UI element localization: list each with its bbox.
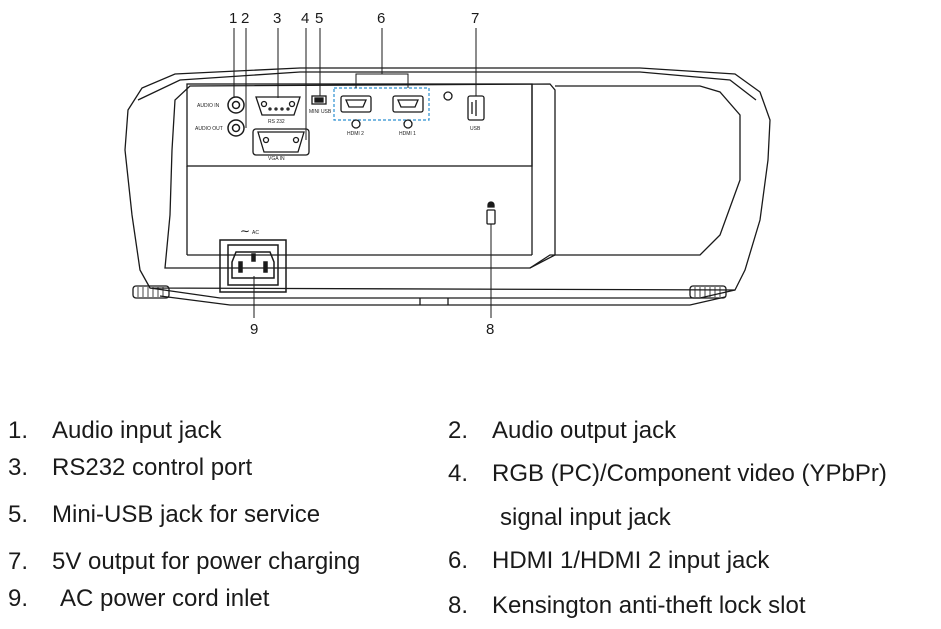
hdmi2-label: HDMI 2	[347, 131, 364, 137]
legend-number: 8.	[448, 592, 469, 619]
legend-text: Audio input jack	[52, 417, 222, 444]
legend-number: 9.	[8, 585, 29, 612]
legend-number: 3.	[8, 454, 29, 481]
kensington-lock-icon	[486, 201, 496, 225]
legend-text: HDMI 1/HDMI 2 input jack	[492, 547, 770, 574]
projector-rear-diagram: AUDIO IN AUDIO OUT RS 232 VGA IN MINI US…	[124, 10, 771, 338]
hdmi1-label: HDMI 1	[399, 131, 416, 137]
legend-number: 5.	[8, 501, 29, 528]
legend-number: 2.	[448, 417, 469, 444]
audio-in-label: AUDIO IN	[197, 103, 220, 109]
legend-number: 4.	[448, 460, 469, 487]
legend-item-4-cont: signal input jack	[500, 506, 671, 530]
ac-label: AC	[252, 230, 259, 236]
callout-4: 4	[301, 10, 309, 27]
legend-item-3: 3. RS232 control port	[8, 456, 252, 480]
legend-item-1: 1. Audio input jack	[8, 419, 221, 443]
right-foot	[689, 285, 727, 299]
ac-inlet	[219, 239, 287, 293]
rs232-label: RS 232	[268, 119, 285, 125]
screw-icon	[443, 91, 453, 101]
audio-out-jack	[227, 119, 245, 137]
callout-2: 2	[241, 10, 249, 27]
legend-text: AC power cord inlet	[60, 585, 270, 612]
leader-6	[355, 28, 409, 88]
legend-text: Audio output jack	[492, 417, 677, 444]
legend-text: 5V output for power charging	[52, 548, 361, 575]
legend-item-2: 2. Audio output jack	[448, 419, 676, 443]
usb-port	[467, 95, 485, 121]
rear-panel-recess	[164, 83, 556, 269]
legend-text: signal input jack	[500, 504, 671, 531]
legend-item-9: 9. AC power cord inlet	[8, 587, 269, 611]
legend-item-4: 4. RGB (PC)/Component video (YPbPr)	[448, 462, 887, 486]
legend-number: 6.	[448, 547, 469, 574]
audio-in-jack	[227, 96, 245, 114]
callout-9: 9	[250, 321, 258, 338]
hdmi2-port	[340, 95, 372, 129]
mini-usb-port	[311, 95, 327, 105]
legend-number: 1.	[8, 417, 29, 444]
legend-number: 7.	[8, 548, 29, 575]
left-foot	[132, 285, 170, 299]
legend-text: RGB (PC)/Component video (YPbPr)	[492, 460, 887, 487]
audio-out-label: AUDIO OUT	[195, 126, 223, 132]
vga-in-label: VGA IN	[268, 156, 285, 162]
mini-usb-label: MINI USB	[309, 109, 332, 115]
callout-1: 1	[229, 10, 237, 27]
legend-item-6: 6. HDMI 1/HDMI 2 input jack	[448, 549, 769, 573]
usb-label: USB	[470, 126, 481, 132]
hdmi-highlight-box	[333, 87, 430, 121]
legend-item-7: 7. 5V output for power charging	[8, 550, 360, 574]
ac-tilde-icon: ∼	[240, 224, 250, 238]
projector-body-outline	[124, 67, 771, 291]
vga-port	[252, 128, 310, 156]
hdmi1-port	[392, 95, 424, 129]
legend-item-5: 5. Mini-USB jack for service	[8, 503, 320, 527]
legend-text: Kensington anti-theft lock slot	[492, 592, 806, 619]
rs232-port	[255, 96, 301, 116]
callout-3: 3	[273, 10, 281, 27]
legend-text: RS232 control port	[52, 454, 253, 481]
callout-8: 8	[486, 321, 494, 338]
callout-6: 6	[377, 10, 385, 27]
callout-7: 7	[471, 10, 479, 27]
legend-text: Mini-USB jack for service	[52, 501, 321, 528]
callout-5: 5	[315, 10, 323, 27]
legend-item-8: 8. Kensington anti-theft lock slot	[448, 594, 806, 618]
